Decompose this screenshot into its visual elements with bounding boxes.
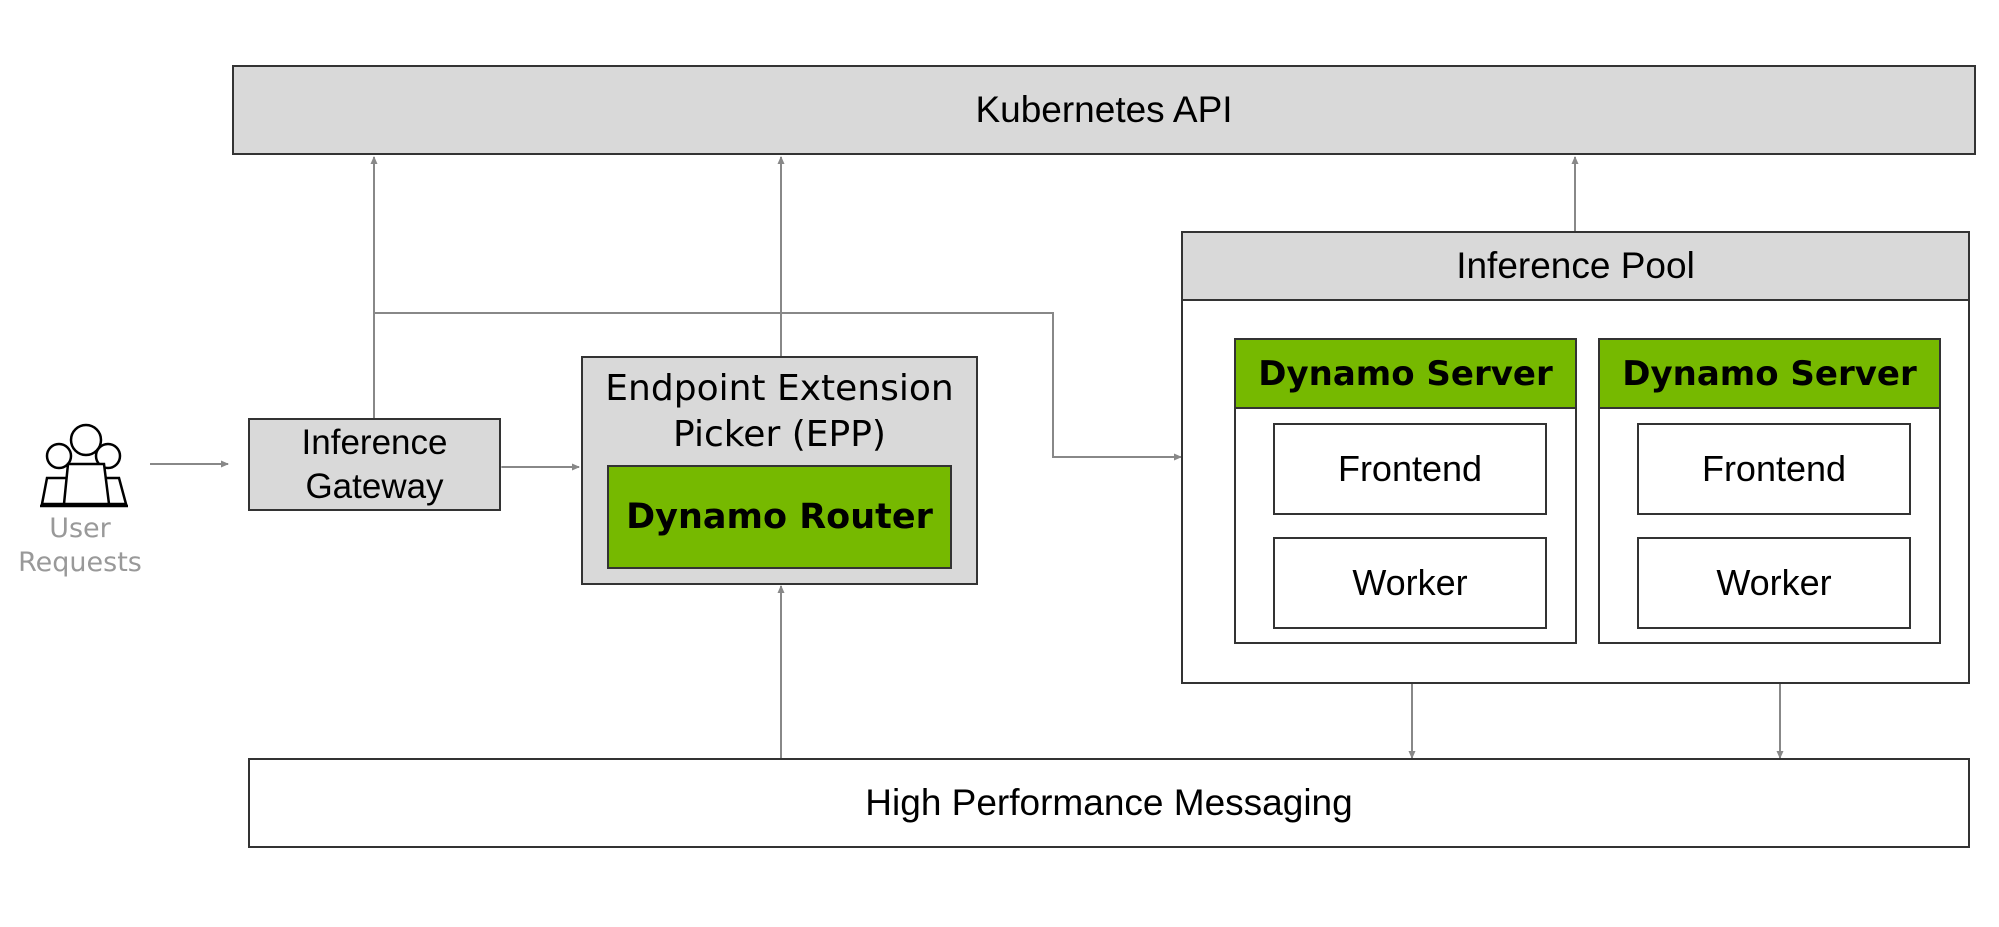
gateway-label-line2: Gateway xyxy=(305,466,444,506)
inference-gateway-box: Inference Gateway xyxy=(248,418,501,511)
kubernetes-api-label: Kubernetes API xyxy=(975,89,1233,130)
dynamo-router-box: Dynamo Router xyxy=(607,465,952,569)
dynamo-server-1: Dynamo Server Frontend Worker xyxy=(1234,338,1577,644)
dynamo-server-2: Dynamo Server Frontend Worker xyxy=(1598,338,1941,644)
dynamo-server-1-header: Dynamo Server xyxy=(1236,340,1575,409)
inference-pool-header: Inference Pool xyxy=(1183,233,1968,301)
dynamo-server-2-title: Dynamo Server xyxy=(1622,353,1917,394)
epp-label-line1: Endpoint Extension xyxy=(605,368,954,409)
frontend-label-1: Frontend xyxy=(1337,448,1483,489)
user-label-line2: Requests xyxy=(18,547,142,578)
users-icon xyxy=(40,423,128,508)
inference-pool-box: Inference Pool Dynamo Server Frontend Wo… xyxy=(1181,231,1970,684)
messaging-box: High Performance Messaging xyxy=(248,758,1970,848)
messaging-label: High Performance Messaging xyxy=(865,782,1353,823)
epp-label-line2: Picker (EPP) xyxy=(673,414,886,455)
frontend-label-2: Frontend xyxy=(1701,448,1847,489)
inference-pool-title: Inference Pool xyxy=(1456,245,1695,286)
kubernetes-api-box: Kubernetes API xyxy=(232,65,1976,155)
epp-box: Endpoint Extension Picker (EPP) Dynamo R… xyxy=(581,356,978,585)
user-label-line1: User xyxy=(49,513,111,544)
dynamo-server-2-header: Dynamo Server xyxy=(1600,340,1939,409)
frontend-box-1: Frontend xyxy=(1273,423,1547,515)
worker-label-2: Worker xyxy=(1716,562,1832,603)
arrow-gateway-to-pool xyxy=(374,312,1182,461)
worker-box-2: Worker xyxy=(1637,537,1911,629)
user-requests: User Requests xyxy=(10,420,150,580)
frontend-box-2: Frontend xyxy=(1637,423,1911,515)
gateway-label-line1: Inference xyxy=(301,422,448,462)
worker-label-1: Worker xyxy=(1352,562,1468,603)
dynamo-server-1-title: Dynamo Server xyxy=(1258,353,1553,394)
dynamo-router-label: Dynamo Router xyxy=(626,497,933,537)
worker-box-1: Worker xyxy=(1273,537,1547,629)
